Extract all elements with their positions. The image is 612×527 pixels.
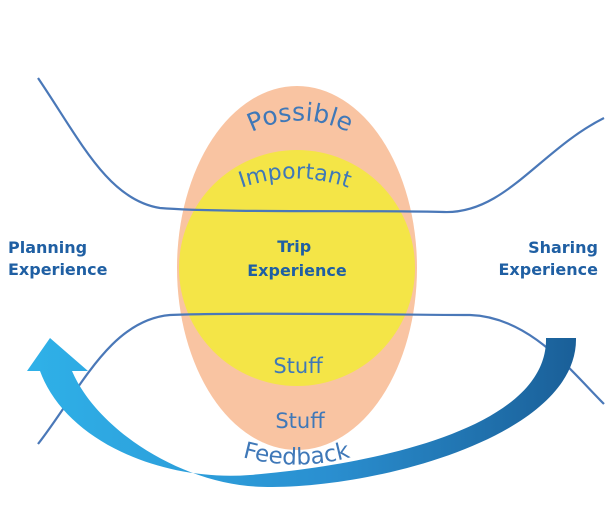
planning-line-2: Experience xyxy=(8,260,108,279)
lower-experience-curve xyxy=(37,312,605,445)
stuff-inner-label: Stuff xyxy=(273,354,323,378)
sharing-line-2: Experience xyxy=(498,260,598,279)
trip-experience-label: Trip Experience xyxy=(247,237,347,280)
feedback-arrow xyxy=(27,338,577,487)
planning-experience-label: Planning Experience xyxy=(8,237,108,281)
stuff-outer-label: Stuff xyxy=(275,409,325,433)
planning-line-1: Planning xyxy=(8,238,88,257)
sharing-experience-label: Sharing Experience xyxy=(498,237,598,281)
important-circle xyxy=(179,150,415,386)
sharing-line-1: Sharing xyxy=(528,238,598,257)
upper-experience-curve xyxy=(37,77,605,214)
